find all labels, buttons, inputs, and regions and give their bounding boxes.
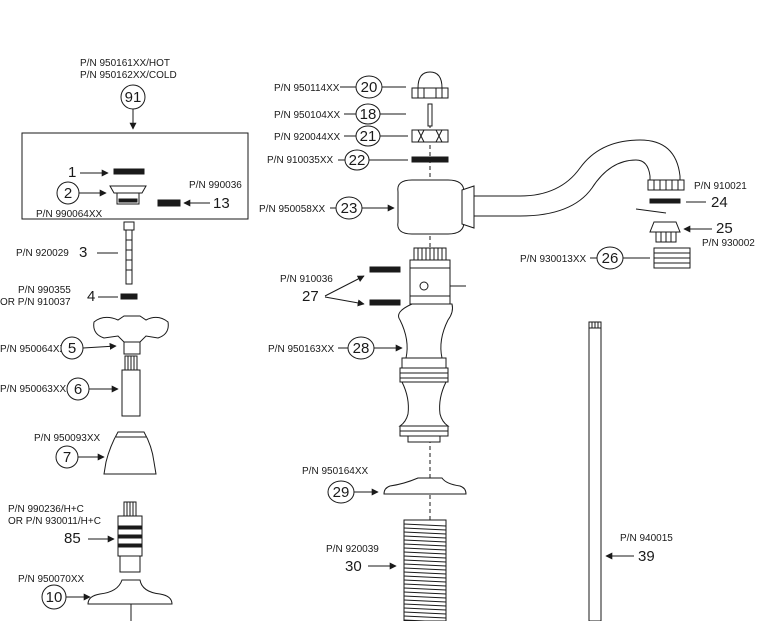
part-2-seat-top	[109, 185, 147, 194]
callout-85-pn-line2: OR P/N 930011/H+C	[8, 516, 101, 527]
callout-22-number: 22	[349, 152, 366, 169]
callout-27-arrow-upper	[324, 275, 365, 297]
part-column-port	[419, 281, 429, 291]
part-18-rod	[427, 103, 433, 127]
callout-20-number: 20	[361, 79, 378, 96]
callout-21-pn: P/N 920044XX	[274, 132, 340, 143]
part-5-handle-hub	[123, 341, 141, 355]
part-22-washer	[411, 156, 449, 163]
callout-24-pn: P/N 910021	[694, 181, 747, 192]
callout-2-pn: P/N 990064XX	[36, 209, 102, 220]
part-3-screw-head	[123, 221, 135, 231]
callout-28-number: 28	[353, 340, 370, 357]
callout-5-arrow	[82, 342, 117, 350]
callout-4-pn-line1: P/N 990355	[18, 285, 71, 296]
callout-7-pn: P/N 950093XX	[34, 433, 100, 444]
part-23-spout-arm	[473, 139, 681, 217]
part-7-escutcheon	[103, 431, 157, 475]
callout-5-pn: P/N 950064XX	[0, 344, 66, 355]
callout-10-pn: P/N 950070XX	[18, 574, 84, 585]
callout-85-number: 85	[64, 530, 81, 547]
callout-2-number: 2	[64, 185, 72, 202]
callout-27-arrow-lower	[324, 296, 365, 307]
part-21-nut	[411, 129, 449, 143]
part-10-base-flange	[87, 579, 173, 605]
callout-23-number: 23	[341, 200, 358, 217]
callout-7-number: 7	[63, 449, 71, 466]
callout-3-pn: P/N 920029	[16, 248, 69, 259]
part-23-spout-hub	[397, 179, 465, 235]
part-23-spout-collar	[461, 185, 475, 229]
part-1-cap	[113, 168, 145, 175]
callout-28-pn: P/N 950163XX	[268, 344, 334, 355]
callout-30-number: 30	[345, 558, 362, 575]
part-28-column-vase-bottom	[398, 381, 450, 427]
part-20-finial-base	[411, 87, 449, 99]
part-13-gasket	[157, 199, 181, 207]
part-28-ring-1	[401, 357, 447, 369]
part-39-supply-tube	[588, 321, 602, 622]
callout-13-pn: P/N 990036	[189, 180, 242, 191]
callout-91-number: 91	[125, 89, 142, 106]
callout-30-pn: P/N 920039	[326, 544, 379, 555]
callout-1-number: 1	[68, 164, 76, 181]
callout-21-number: 21	[360, 128, 377, 145]
callout-4-pn-line2: OR P/N 910037	[0, 297, 71, 308]
callout-91-pn-line2: P/N 950162XX/COLD	[80, 70, 177, 81]
part-29-base-flange	[383, 477, 467, 495]
callout-6-pn: P/N 950063XX	[0, 384, 66, 395]
part-27-oring-lower	[369, 299, 401, 306]
part-column-upper	[409, 259, 451, 305]
part-24-washer	[649, 198, 681, 204]
callout-25-number: 25	[716, 220, 733, 237]
callout-27-number: 27	[302, 288, 319, 305]
part-20-finial-cap	[417, 71, 443, 89]
callout-6-number: 6	[74, 381, 82, 398]
callout-26-number: 26	[602, 250, 619, 267]
callout-4-number: 4	[87, 288, 95, 305]
callout-22-pn: P/N 910035XX	[267, 155, 333, 166]
callout-23-pn: P/N 950058XX	[259, 204, 325, 215]
callout-39-number: 39	[638, 548, 655, 565]
callout-27-pn: P/N 910036	[280, 274, 333, 285]
part-3-screw-shaft	[125, 229, 133, 285]
part-27-oring-upper	[369, 266, 401, 273]
callout-24-number: 24	[711, 194, 728, 211]
part-30-shank-threads	[403, 523, 447, 623]
part-4-washer	[120, 293, 138, 300]
callout-3-number: 3	[79, 244, 87, 261]
callout-18-pn: P/N 950104XX	[274, 110, 340, 121]
callout-20-pn: P/N 950114XX	[274, 83, 340, 94]
callout-25-pn: P/N 930002	[702, 238, 755, 249]
cartridge-kit-box	[21, 132, 249, 220]
part-5-cross-handle	[93, 315, 169, 343]
part-28-ring-2	[399, 367, 449, 383]
callout-39-pn: P/N 940015	[620, 533, 673, 544]
part-28-column-vase-top	[398, 303, 453, 359]
part-2-seat-band	[118, 198, 138, 203]
callout-5-number: 5	[68, 340, 76, 357]
callout-91-pn-line1: P/N 950161XX/HOT	[80, 58, 170, 69]
part-25-aerator-top	[649, 221, 681, 233]
callout-18-number: 18	[360, 106, 377, 123]
callout-10-number: 10	[46, 589, 63, 606]
part-28-base-foot	[407, 435, 441, 443]
callout-26-pn: P/N 930013XX	[520, 254, 586, 265]
part-24-arrow-line	[635, 208, 667, 214]
part-85-valve-base	[119, 555, 141, 573]
callout-29-pn: P/N 950164XX	[302, 466, 368, 477]
callout-29-number: 29	[333, 484, 350, 501]
part-6-stem-body	[121, 369, 141, 417]
callout-13-number: 13	[213, 195, 230, 212]
callout-85-pn-line1: P/N 990236/H+C	[8, 504, 84, 515]
